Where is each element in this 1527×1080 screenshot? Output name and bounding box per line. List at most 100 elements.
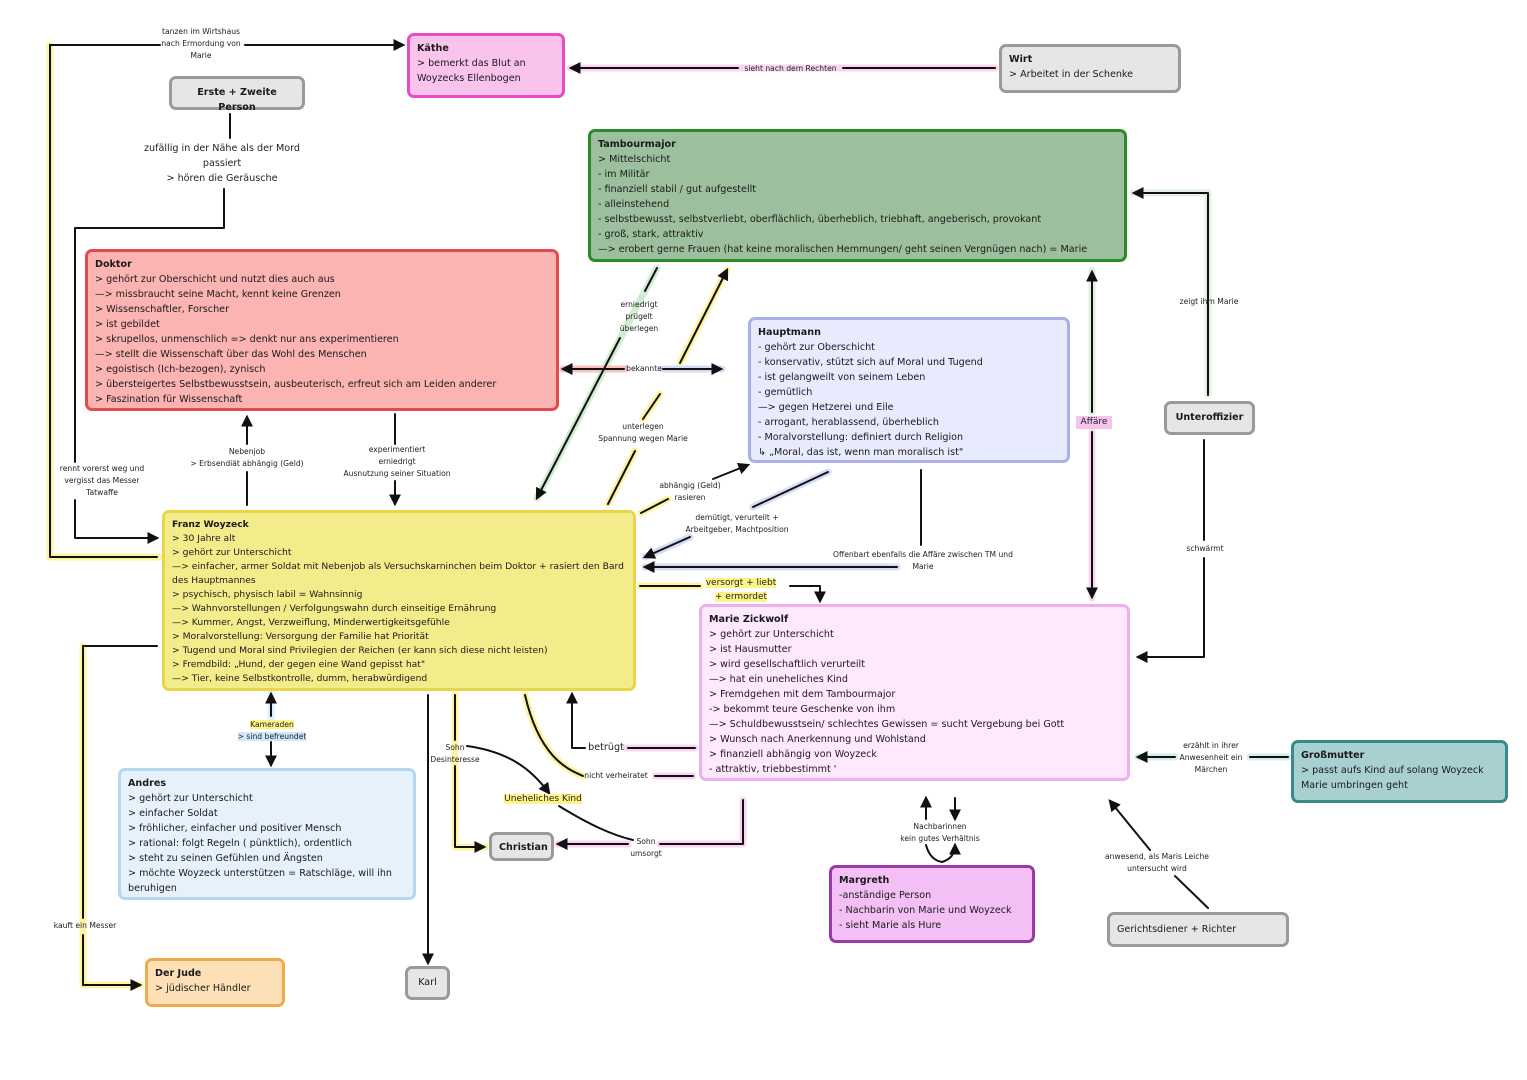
node-gerichtsdiener-richter: Gerichtsdiener + Richter [1107,912,1289,947]
node-title: Erste + Zweite Person [197,87,277,113]
node-line: - im Militär [598,169,650,180]
node-title: Der Jude [155,968,202,979]
node-line: Woyzecks Ellenbogen [417,73,521,84]
node-line: > Arbeitet in der Schenke [1009,69,1134,80]
node-line: -> bekommt teure Geschenke von ihm [709,704,896,715]
edge-label-nicht-verheiratet: nicht verheiratet [584,771,648,780]
node-andres: Andres > gehört zur Unterschicht > einfa… [118,768,416,900]
node-title: Marie Zickwolf [709,614,789,625]
node-line: > finanziell abhängig von Woyzeck [709,749,877,760]
edge-label-abhaengig: abhängig (Geld) rasieren [659,481,721,502]
edge-label-affaere: Affäre [1076,416,1112,429]
node-title: Großmutter [1301,750,1365,761]
edge-label-rennt: rennt vorerst weg und vergisst das Messe… [59,464,145,497]
node-title: Christian [499,842,548,853]
node-line: > Wissenschaftler, Forscher [95,304,230,315]
node-line: - finanziell stabil / gut aufgestellt [598,184,757,195]
edge-label-kauft-ein-messer: kauft ein Messer [53,921,117,930]
edge-label-versorgt: versorgt + liebt + ermordet [705,578,777,602]
node-line: —> Wahnvorstellungen / Verfolgungswahn d… [172,603,497,614]
node-title: Doktor [95,259,132,270]
node-line: - arrogant, herablassend, überheblich [758,417,939,428]
edge-label-zeigt-ihm-marie: zeigt ihm Marie [1179,297,1239,306]
node-line: > einfacher Soldat [128,808,218,819]
node-line: > jüdischer Händler [155,983,251,994]
node-line: -anständige Person [839,890,932,901]
node-line: ↳ „Moral, das ist, wenn man moralisch is… [758,447,964,458]
node-title: Margreth [839,875,890,886]
node-title: Andres [128,778,167,789]
node-line: - selbstbewusst, selbstverliebt, oberflä… [598,214,1042,225]
node-marie-zickwolf: Marie Zickwolf > gehört zur Unterschicht… [699,604,1130,781]
node-title: Franz Woyzeck [172,519,249,530]
node-line: —> missbraucht seine Macht, kennt keine … [95,289,341,300]
node-line: > steht zu seinen Gefühlen und Ängsten [128,853,323,864]
edge-label-betruegt: betrügt [588,742,624,753]
node-line: - Moralvorstellung: definiert durch Reli… [758,432,964,443]
node-unteroffizier: Unteroffizier [1164,401,1255,435]
edge-label-sieht-nach-dem-rechten: sieht nach dem Rechten [744,64,837,73]
edge-label-sohn-desinteresse: Sohn Desinteresse [430,743,480,764]
node-line: > egoistisch (Ich-bezogen), zynisch [95,364,266,375]
node-line: > bemerkt das Blut an [417,58,526,69]
node-line: > Fremdgehen mit dem Tambourmajor [709,689,896,700]
node-line: > 30 Jahre alt [172,533,236,544]
node-line: > ist Hausmutter [709,644,792,655]
node-line: —> hat ein uneheliches Kind [709,674,848,685]
edge-label-demuetigt: demütigt, verurteilt + Arbeitgeber, Mach… [685,513,789,534]
node-line: > gehört zur Unterschicht [128,793,253,804]
node-line: > gehört zur Unterschicht [709,629,834,640]
edge-label-anwesend: anwesend, als Maris Leiche untersucht wi… [1105,852,1209,873]
edge-label-tanzen: tanzen im Wirtshaus nach Ermordung von M… [161,27,241,60]
edge-label-offenbart: Offenbart ebenfalls die Affäre zwischen … [833,550,1013,571]
node-margreth: Margreth -anständige Person - Nachbarin … [829,865,1035,943]
node-title: Gerichtsdiener + Richter [1117,924,1237,935]
node-wirt: Wirt > Arbeitet in der Schenke [999,44,1181,93]
node-line: > wird gesellschaftlich verurteilt [709,659,865,670]
node-line: > Moralvorstellung: Versorgung der Famil… [172,631,429,642]
node-line: - sieht Marie als Hure [839,920,942,931]
node-line: > rational: folgt Regeln ( pünktlich), o… [128,838,352,849]
node-line: —> Kummer, Angst, Verzweiflung, Minderwe… [172,617,450,628]
edge-label-bekannte: bekannte [626,364,662,373]
node-line: > skrupellos, unmenschlich => denkt nur … [95,334,399,345]
edge-label-zufaellig: zufällig in der Nähe als der Mord passie… [144,143,300,184]
node-line: - groß, stark, attraktiv [598,229,704,240]
node-line: > gehört zur Unterschicht [172,547,292,558]
node-line: - attraktiv, triebbestimmt ' [709,764,837,775]
node-title: Unteroffizier [1175,412,1244,423]
node-title: Hauptmann [758,327,821,338]
node-tambourmajor: Tambourmajor > Mittelschicht - im Militä… [588,129,1127,262]
node-der-jude: Der Jude > jüdischer Händler [145,958,285,1007]
node-title: Karl [418,977,437,988]
edge-label-nebenjob: Nebenjob > Erbsendiät abhängig (Geld) [190,447,304,468]
node-line: > gehört zur Oberschicht und nutzt dies … [95,274,335,285]
edge-label-uneheliches-kind: Uneheliches Kind [504,794,582,804]
node-karl: Karl [405,966,450,1000]
edge-label-schwaermt: schwärmt [1186,544,1224,553]
node-hauptmann: Hauptmann - gehört zur Oberschicht - kon… [748,317,1070,463]
node-line: - gemütlich [758,387,813,398]
node-line: - alleinstehend [598,199,670,210]
node-line: > fröhlicher, einfacher und positiver Me… [128,823,342,834]
node-line: —> Schuldbewusstsein/ schlechtes Gewisse… [709,719,1065,730]
node-line: > möchte Woyzeck unterstützen = Ratschlä… [128,868,392,894]
node-line: > Mittelschicht [598,154,671,165]
node-title: Tambourmajor [598,139,676,150]
node-grossmutter: Großmutter > passt aufs Kind auf solang … [1291,740,1508,803]
edge-label-nachbarinnen: Nachbarinnen kein gutes Verhältnis [900,822,980,843]
node-line: > Wunsch nach Anerkennung und Wohlstand [709,734,926,745]
edge-label-experimentiert: experimentiert erniedrigt Ausnutzung sei… [343,445,451,478]
node-kaethe: Käthe > bemerkt das Blut an Woyzecks Ell… [407,33,565,98]
node-line: > übersteigertes Selbstbewusstsein, ausb… [95,379,497,390]
node-line: > passt aufs Kind auf solang Woyzeck [1301,765,1484,776]
node-line: - gehört zur Oberschicht [758,342,875,353]
node-line: - ist gelangweilt von seinem Leben [758,372,926,383]
node-line: > Fremdbild: „Hund, der gegen eine Wand … [172,659,426,670]
node-line: > psychisch, physisch labil = Wahnsinnig [172,589,363,600]
node-line: —> erobert gerne Frauen (hat keine moral… [598,244,1088,255]
node-christian: Christian [489,832,554,861]
edge-label-sohn-umsorgt: Sohn umsorgt [630,837,662,858]
node-line: > ist gebildet [95,319,160,330]
